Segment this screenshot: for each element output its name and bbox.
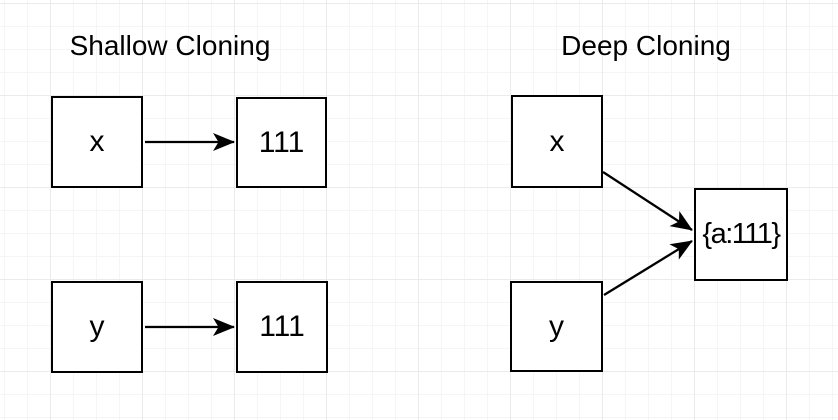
edge-deep-y-to-obj[interactable] [603, 240, 693, 296]
node-label-deep-y: y [549, 309, 564, 343]
node-label-shallow-value-bottom: 111 [259, 310, 305, 343]
section-title-shallow-cloning[interactable]: Shallow Cloning [69, 30, 271, 61]
node-shallow-value-bottom[interactable]: 111 [236, 281, 328, 373]
node-shallow-value-top[interactable]: 111 [236, 97, 327, 188]
node-deep-x[interactable]: x [511, 95, 603, 188]
node-label-shallow-x: x [89, 125, 105, 158]
node-label-deep-value: {a:111} [702, 218, 781, 250]
node-deep-y[interactable]: y [510, 281, 603, 372]
node-label-shallow-y: y [89, 310, 105, 343]
node-shallow-x[interactable]: x [51, 96, 143, 188]
node-shallow-y[interactable]: y [51, 281, 143, 373]
section-title-deep-cloning[interactable]: Deep Cloning [561, 30, 731, 61]
edge-deep-x-to-obj[interactable] [602, 171, 693, 231]
node-deep-value[interactable]: {a:111} [694, 188, 788, 281]
node-label-shallow-value-top: 111 [258, 125, 305, 159]
node-label-deep-x: x [549, 124, 565, 158]
